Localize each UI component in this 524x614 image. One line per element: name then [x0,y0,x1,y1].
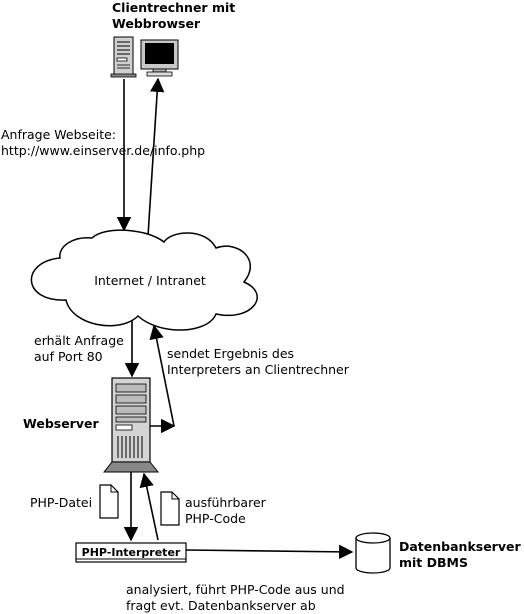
executable-label-line2: PHP-Code [185,511,246,526]
client-computer-icon [110,36,179,78]
php-file-document-icon [99,484,119,519]
receive-label-line1: erhält Anfrage [34,333,124,348]
request-label-line2: http://www.einserver.de/info.php [1,143,205,158]
analyze-label-line1: analysiert, führt PHP-Code aus und [126,582,345,597]
cloud-label: Internet / Intranet [94,273,206,288]
db-label-line2: mit DBMS [399,555,468,570]
send-label-line1: sendet Ergebnis des [167,346,294,361]
client-title-line1: Clientrechner mit [112,0,235,15]
php-interpreter-box: PHP-Interpreter [75,542,187,563]
send-result-arrow [149,324,175,427]
internet-cloud-icon [30,229,258,331]
client-tower-icon [110,36,137,78]
send-label-line2: Interpreters an Clientrechner [167,362,350,377]
executable-label-line1: ausführbarer [185,495,267,510]
webserver-tower-icon [102,377,160,473]
php-interpreter-label: PHP-Interpreter [82,546,181,559]
analyze-label-line2: fragt evt. Datenbankserver ab [126,598,316,613]
db-label-line1: Datenbankserver [399,539,521,554]
webserver-label: Webserver [23,416,99,431]
client-title-line2: Webbrowser [112,16,201,31]
database-cylinder-icon [355,532,391,574]
php-code-return-arrow [139,472,159,541]
client-monitor-icon [140,39,179,77]
executable-code-document-icon [160,491,180,526]
db-query-arrow [185,544,354,560]
php-file-label: PHP-Datei [30,495,92,510]
request-label-line1: Anfrage Webseite: [1,127,116,142]
response-to-client-arrow [147,77,165,237]
receive-label-line2: auf Port 80 [34,349,103,364]
